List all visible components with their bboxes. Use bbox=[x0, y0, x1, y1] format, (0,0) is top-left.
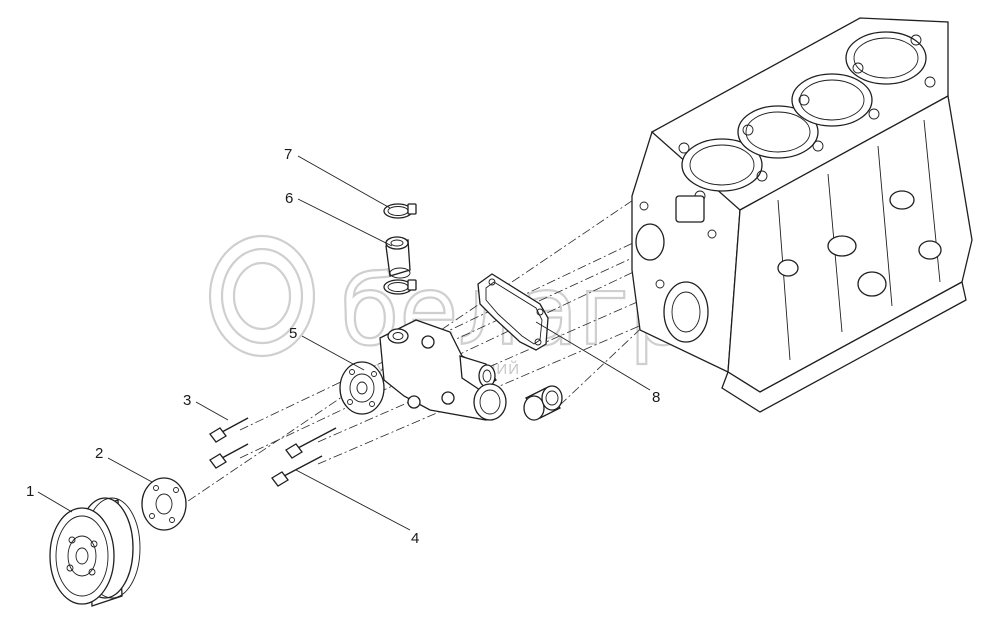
spacer-part-2 bbox=[141, 477, 187, 531]
clamp-part-7-lower bbox=[383, 279, 417, 295]
pulley-part-1 bbox=[49, 497, 141, 607]
bolt-part-3-upper bbox=[209, 417, 249, 443]
watermark-logo-icon bbox=[208, 234, 316, 358]
water-pump-part-5 bbox=[339, 319, 507, 421]
callout-6: 6 bbox=[285, 190, 293, 207]
bolt-part-3-lower bbox=[209, 443, 249, 469]
bolt-part-4-upper bbox=[285, 427, 337, 459]
callout-1: 1 bbox=[26, 483, 34, 500]
engine-block bbox=[631, 17, 973, 413]
callout-2: 2 bbox=[95, 445, 103, 462]
callout-5: 5 bbox=[289, 325, 297, 342]
gasket-part-8 bbox=[477, 273, 549, 351]
callout-7: 7 bbox=[284, 146, 292, 163]
callout-4: 4 bbox=[411, 530, 419, 547]
clamp-part-7-upper bbox=[383, 203, 417, 219]
callout-labels: 1 2 3 4 5 6 7 8 bbox=[26, 146, 660, 547]
bolt-part-4-lower bbox=[271, 455, 323, 487]
leader-lines bbox=[37, 155, 651, 531]
callout-8: 8 bbox=[652, 389, 660, 406]
hose-part-6 bbox=[385, 236, 411, 279]
callout-3: 3 bbox=[183, 392, 191, 409]
sleeve-part bbox=[523, 385, 563, 421]
